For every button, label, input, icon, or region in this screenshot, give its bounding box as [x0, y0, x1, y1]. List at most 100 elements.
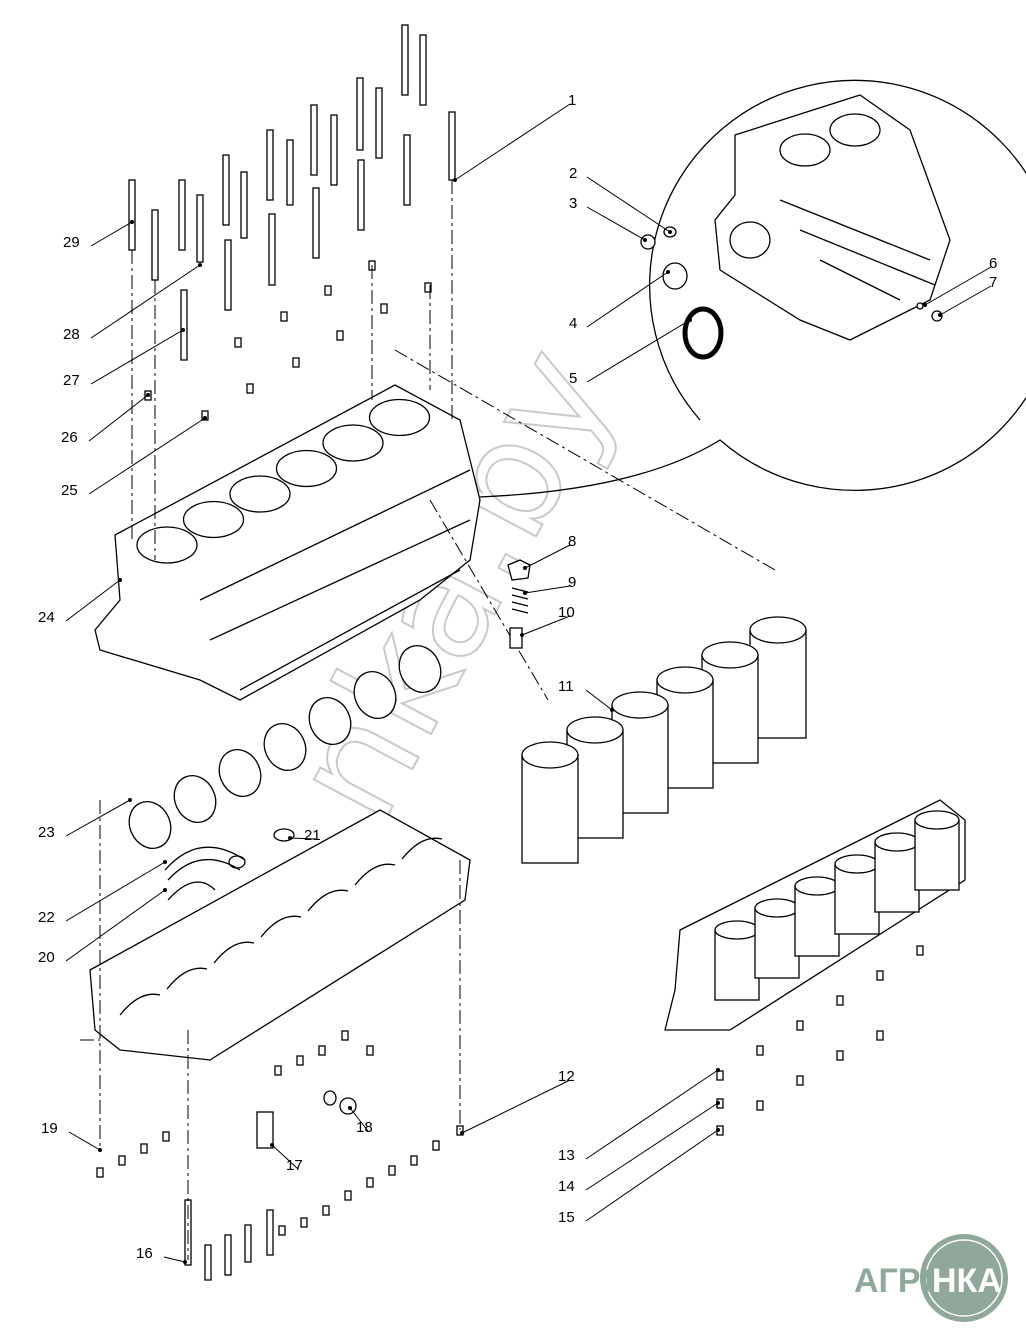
bolts [96, 24, 924, 1281]
leader-dot [128, 798, 132, 802]
callout-number: 16 [136, 1245, 153, 1262]
liner-rim [611, 691, 669, 719]
bedplate [89, 809, 471, 1061]
leader-dot [203, 416, 207, 420]
leader-line [924, 266, 992, 306]
callout-29: 29 [63, 220, 134, 251]
bearing-shell [398, 645, 442, 693]
small-fastener [410, 1155, 418, 1166]
small-fastener [162, 1131, 170, 1142]
callout-24: 24 [38, 578, 122, 626]
liner-rim [701, 641, 759, 669]
leader-dot [460, 1131, 464, 1135]
leader-dot [610, 708, 614, 712]
bearing-saddle [307, 889, 349, 912]
cylinder-head-stud [128, 179, 136, 251]
leader-dot [181, 328, 185, 332]
cylinder-head-stud [222, 154, 230, 226]
leader-dot [716, 1068, 720, 1072]
callout-number: 5 [569, 370, 577, 387]
callout-number: 8 [568, 533, 576, 550]
callouts: 1234567891011121314151617181920212223242… [38, 92, 997, 1264]
leader-dot [523, 591, 527, 595]
callout-26: 26 [61, 393, 150, 446]
valve-parts [164, 559, 531, 1149]
callout-number: 10 [558, 604, 575, 621]
small-fastener [278, 1225, 286, 1236]
callout-15: 15 [558, 1128, 720, 1226]
leader-dot [938, 313, 942, 317]
leader-dot [523, 566, 527, 570]
leader-line [65, 861, 166, 922]
leader-dot [163, 860, 167, 864]
callout-25: 25 [61, 416, 207, 499]
small-fastener [876, 970, 884, 981]
leader-dot [198, 263, 202, 267]
small-fastener [324, 285, 332, 296]
agronka-logo: АГРО НКА [854, 1234, 1008, 1322]
bearing-saddle [119, 993, 161, 1016]
leader-line [88, 417, 206, 495]
small-fastener [366, 1177, 374, 1188]
callout-20: 20 [38, 888, 167, 966]
callout-9: 9 [523, 574, 576, 595]
leader-line [65, 889, 166, 962]
leader-dot [288, 836, 292, 840]
small-fastener [380, 303, 388, 314]
leader-dot [668, 230, 672, 234]
small-fastener [796, 1020, 804, 1031]
cylinder-head-stud [268, 213, 276, 286]
cylinder-head-stud [151, 209, 159, 281]
leader-line [454, 103, 571, 181]
liner-top [834, 854, 880, 874]
leader-line [88, 394, 149, 442]
bearing-saddle [401, 837, 443, 860]
callout-1: 1 [453, 92, 576, 182]
leader-dot [118, 578, 122, 582]
small-fastener [322, 1205, 330, 1216]
callout-number: 15 [558, 1209, 575, 1226]
callout-number: 27 [63, 372, 80, 389]
leader-line [586, 319, 691, 383]
cylinder-head-stud [419, 34, 427, 106]
liner-installed [874, 841, 920, 913]
callout-21: 21 [288, 827, 321, 844]
cylinder-head-stud [448, 111, 456, 181]
bearing-saddle [260, 915, 302, 938]
callout-3: 3 [569, 195, 647, 242]
small-fastener [280, 311, 288, 322]
liner-top [794, 876, 840, 896]
small-fastener [140, 1143, 148, 1154]
liner-top [874, 832, 920, 852]
cylinder-head-stud [403, 134, 411, 206]
liner-rim [566, 716, 624, 744]
bearing-shell [128, 801, 172, 849]
cylinder-head-stud [357, 159, 365, 231]
leader-dot [688, 318, 692, 322]
small-fastener [456, 1125, 464, 1136]
callout-number: 2 [569, 165, 577, 182]
callout-13: 13 [558, 1068, 720, 1164]
liner-installed [754, 907, 800, 979]
small-fastener [432, 1140, 440, 1151]
callout-18: 18 [348, 1106, 373, 1136]
callout-6: 6 [923, 255, 997, 307]
bearing-saddle [354, 863, 396, 886]
small-fastener [318, 1045, 326, 1056]
callout-number: 20 [38, 949, 55, 966]
cylinder-head-stud [224, 239, 232, 311]
callout-number: 26 [61, 429, 78, 446]
callout-number: 21 [304, 827, 321, 844]
callout-number: 29 [63, 234, 80, 251]
liner-installed [714, 929, 760, 1001]
bearing-shell [218, 749, 262, 797]
callout-8: 8 [523, 533, 576, 570]
liner-installed [794, 885, 840, 957]
callout-11: 11 [558, 678, 614, 712]
callout-number: 7 [989, 274, 997, 291]
leader-line [939, 285, 992, 316]
cylinder-head-stud [330, 114, 338, 186]
callout-number: 11 [558, 678, 574, 695]
leader-line [585, 1069, 719, 1160]
